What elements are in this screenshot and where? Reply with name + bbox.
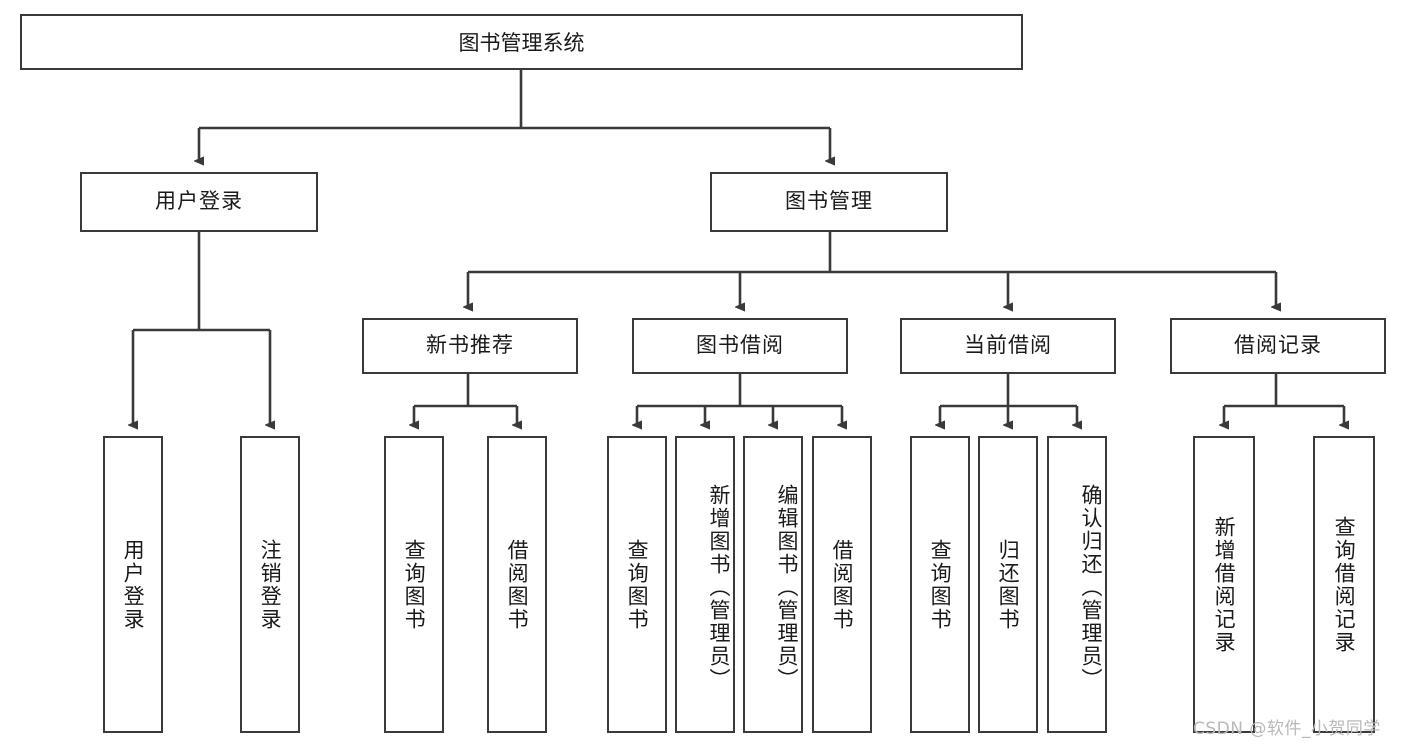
node-current-borrow[interactable]: 当前借阅 <box>900 318 1116 374</box>
leaf-label: 借阅图书 <box>830 538 855 631</box>
csdn-watermark: CSDN @软件_小贺同学 <box>1193 719 1381 739</box>
leaf-label: 借阅图书 <box>505 538 530 631</box>
leaf-logout-login[interactable]: 注销登录 <box>240 436 300 733</box>
node-label: 当前借阅 <box>964 333 1052 358</box>
leaf-label: 归还图书 <box>996 538 1021 631</box>
node-book-borrow[interactable]: 图书借阅 <box>632 318 848 374</box>
leaf-label: 新增图书（管理员） <box>707 484 731 691</box>
leaf-label: 编辑图书（管理员） <box>775 484 799 691</box>
leaf-user-login[interactable]: 用户登录 <box>103 436 163 733</box>
leaf-edit-book-admin[interactable]: 编辑图书（管理员） <box>743 436 803 733</box>
leaf-label: 查询图书 <box>625 538 650 631</box>
node-new-book-recommend[interactable]: 新书推荐 <box>362 318 578 374</box>
leaf-add-book-admin[interactable]: 新增图书（管理员） <box>675 436 735 733</box>
leaf-borrow-book-1[interactable]: 借阅图书 <box>487 436 547 733</box>
leaf-query-book-3[interactable]: 查询图书 <box>910 436 970 733</box>
node-label: 新书推荐 <box>426 333 514 358</box>
leaf-label: 新增借阅记录 <box>1212 515 1237 654</box>
leaf-return-book[interactable]: 归还图书 <box>978 436 1038 733</box>
node-borrow-record[interactable]: 借阅记录 <box>1170 318 1386 374</box>
leaf-label: 查询借阅记录 <box>1332 515 1357 654</box>
leaf-borrow-book-2[interactable]: 借阅图书 <box>812 436 872 733</box>
leaf-query-book-2[interactable]: 查询图书 <box>607 436 667 733</box>
leaf-label: 查询图书 <box>928 538 953 631</box>
node-label: 借阅记录 <box>1234 333 1322 358</box>
leaf-query-book-1[interactable]: 查询图书 <box>384 436 444 733</box>
node-library-system[interactable]: 图书管理系统 <box>20 14 1023 70</box>
node-label: 图书借阅 <box>696 333 784 358</box>
leaf-confirm-return-admin[interactable]: 确认归还（管理员） <box>1047 436 1107 733</box>
node-label: 图书管理 <box>785 189 873 214</box>
node-book-management[interactable]: 图书管理 <box>710 172 948 232</box>
leaf-add-borrow-record[interactable]: 新增借阅记录 <box>1193 436 1255 733</box>
leaf-query-borrow-record[interactable]: 查询借阅记录 <box>1313 436 1375 733</box>
leaf-label: 确认归还（管理员） <box>1079 484 1103 691</box>
node-user-login[interactable]: 用户登录 <box>80 172 318 232</box>
leaf-label: 用户登录 <box>121 538 146 631</box>
node-label: 图书管理系统 <box>458 31 585 55</box>
node-label: 用户登录 <box>155 189 243 214</box>
leaf-label: 注销登录 <box>258 538 283 631</box>
leaf-label: 查询图书 <box>402 538 427 631</box>
